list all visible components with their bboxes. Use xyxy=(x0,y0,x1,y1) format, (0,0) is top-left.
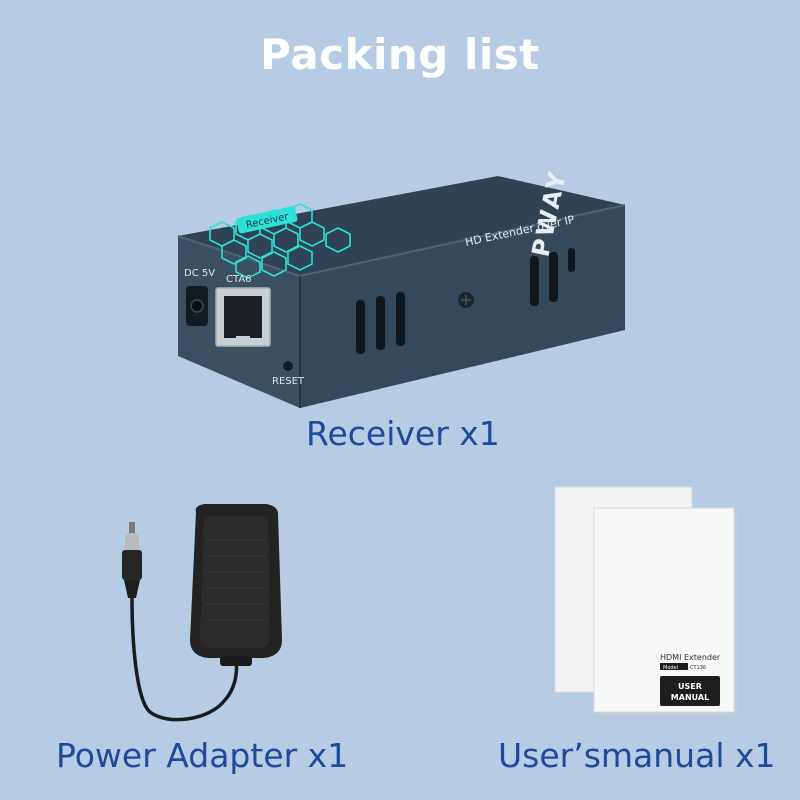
power-adapter-caption: Power Adapter x1 xyxy=(56,736,349,775)
dc-plug-body xyxy=(122,550,142,580)
dc-plug-metal xyxy=(125,533,139,551)
dc-plug-tip xyxy=(129,522,135,534)
rj45-socket xyxy=(224,296,262,338)
manual-box-line1: USER xyxy=(678,682,702,691)
power-cable xyxy=(130,597,239,722)
side-vents-right xyxy=(530,248,575,306)
rj45-clip xyxy=(236,336,250,342)
reset-label: RESET xyxy=(272,376,305,387)
dc-port-label: DC 5V xyxy=(184,268,215,279)
manual-model-label: Model xyxy=(663,665,678,671)
adapter-texture xyxy=(206,539,266,621)
dc-jack-hole xyxy=(190,299,204,313)
manual-title-box xyxy=(660,676,720,706)
page-title: Packing list xyxy=(260,30,540,79)
dc-plug-strain xyxy=(124,580,140,598)
manual-model-tag xyxy=(660,663,688,670)
side-vents-left xyxy=(356,292,405,354)
manual-product-name: HDMI Extender xyxy=(660,653,721,662)
adapter-face xyxy=(200,516,270,648)
lan-port-label: CTA6 xyxy=(226,274,252,285)
manual-model-value: CT136 xyxy=(690,665,706,671)
manual-box-line2: MANUAL xyxy=(671,693,709,702)
manual-caption: User’smanual x1 xyxy=(498,736,776,775)
receiver-caption: Receiver x1 xyxy=(306,414,500,453)
adapter-base xyxy=(220,656,252,666)
reset-button xyxy=(283,361,293,371)
